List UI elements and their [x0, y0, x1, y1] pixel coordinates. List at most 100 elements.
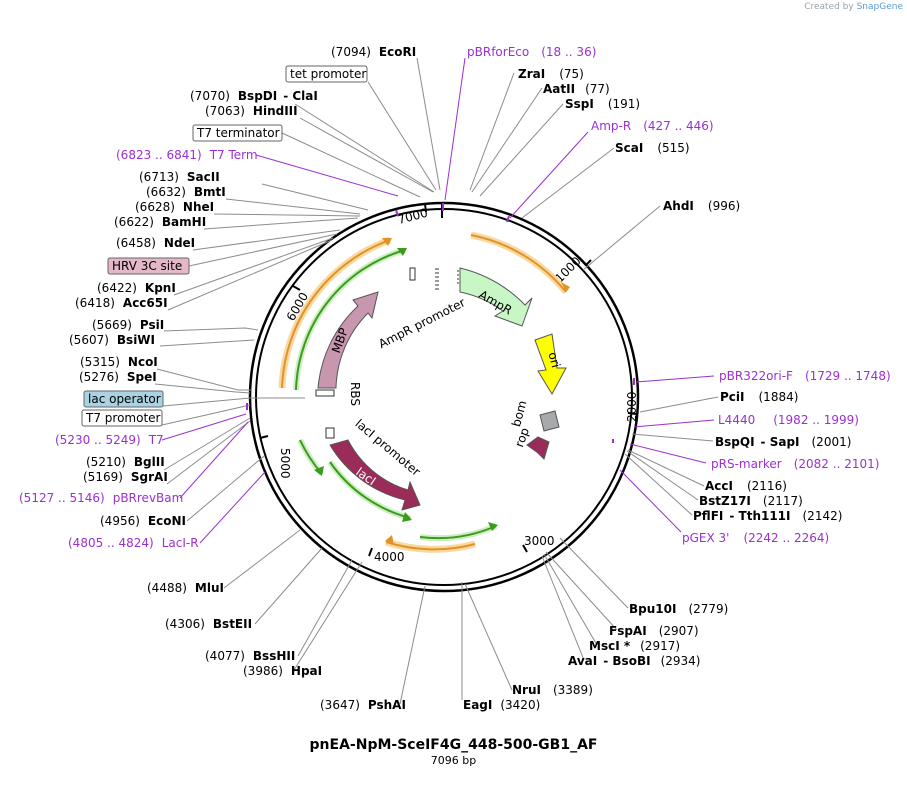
- enzyme-bsiwi-name: BsiWI: [117, 333, 155, 347]
- enzyme-acc65i-pos: (6418): [75, 296, 115, 310]
- enzyme-msci-pos: (2917): [640, 639, 680, 653]
- laci-promoter-marker: [325, 427, 335, 439]
- lac-operator-label: lac operator: [88, 392, 161, 406]
- primer-laci-r: (4805 .. 4824)LacI-R: [68, 536, 199, 550]
- enzyme-bstz17i-name: BstZ17I: [699, 494, 751, 508]
- enzyme-bspdi-extra: - ClaI: [283, 89, 318, 103]
- site-mark-t7term: [395, 209, 399, 217]
- boxed-feature-labels: tet promoter T7 terminator HRV 3C site l…: [81, 65, 368, 427]
- connector-spei: [154, 383, 251, 394]
- connector-acc65i: [167, 239, 333, 311]
- primer-t7term: (6823 .. 6841)T7 Term: [116, 148, 258, 162]
- laci-feature-arrow: [329, 439, 421, 511]
- primer-pbrrevbam: (5127 .. 5146)pBRrevBam: [19, 491, 183, 505]
- primer-t7-range: (5230 .. 5249): [55, 433, 141, 447]
- enzyme-msci: MscI * (2917): [589, 639, 680, 653]
- orf-arc-mbp-inner-line: [295, 249, 406, 391]
- primer-pbr322ori-f-range: (1729 .. 1748): [805, 369, 891, 383]
- connector-bpu10i: [559, 537, 629, 609]
- connector-lines: [154, 57, 719, 705]
- primer-pgex3-range: (2242 .. 2264): [743, 531, 829, 545]
- enzyme-spei-pos: (5276): [79, 370, 119, 384]
- primer-pbrforeco-range: (18 .. 36): [541, 45, 596, 59]
- ampr-feature-arrow: [459, 267, 533, 327]
- enzyme-bglii-name: BglII: [134, 455, 165, 469]
- enzyme-pflfi-name: PflFI: [693, 509, 723, 523]
- enzyme-zrai-pos: (75): [559, 67, 584, 81]
- enzyme-bsteii-pos: (4306): [165, 617, 205, 631]
- enzyme-scai-pos: (515): [657, 141, 689, 155]
- enzyme-zrai-name: ZraI: [518, 67, 545, 81]
- connector-ecori: [416, 57, 441, 191]
- enzyme-pcii: PciI(1884): [720, 390, 798, 404]
- tick-mark-1000: [585, 259, 592, 266]
- primer-pbr322ori-f: pBR322ori-F(1729 .. 1748): [719, 369, 891, 383]
- enzyme-eagi: EagI(3420): [463, 698, 540, 712]
- primer-t7: (5230 .. 5249) T7: [55, 433, 164, 447]
- primer-connector-lines: [161, 57, 715, 544]
- connector-pcii: [639, 396, 719, 413]
- tick-mark-3000: [522, 544, 528, 553]
- plasmid-name: pnEA-NpM-SceIF4G_448-500-GB1_AF: [309, 737, 598, 753]
- enzyme-bspqi-extra: - SapI: [761, 435, 800, 449]
- enzyme-bpu10i-pos: (2779): [688, 602, 728, 616]
- enzyme-ecori: (7094)EcoRI: [331, 45, 416, 59]
- enzyme-labels-left: (7094)EcoRI (7070)BspDI- ClaI (7063)Hind…: [69, 45, 540, 712]
- connector-psii: [163, 327, 259, 332]
- connector-primer-amp-r: [509, 131, 589, 219]
- enzyme-bmti: (6632)BmtI: [146, 185, 226, 199]
- enzyme-acc65i-name: Acc65I: [123, 296, 168, 310]
- enzyme-fspai-pos: (2907): [659, 624, 699, 638]
- connector-primer-pgex3: [619, 469, 682, 533]
- primer-l4440-name: L4440: [718, 413, 755, 427]
- enzyme-kpni-name: KpnI: [145, 281, 176, 295]
- connector-bamhi: [203, 217, 359, 230]
- connector-primer-l4440: [633, 419, 715, 428]
- connector-lac-operator: [162, 397, 305, 407]
- connector-ahdi: [582, 205, 661, 271]
- enzyme-bsiwi-pos: (5607): [69, 333, 109, 347]
- enzyme-hpai-name: HpaI: [291, 664, 322, 678]
- orf-arc-bottom-orange-line: [385, 541, 476, 551]
- tick-label-5000: 5000: [278, 448, 292, 479]
- enzyme-fspai-name: FspAI: [609, 624, 647, 638]
- primer-t7-name: T7: [148, 433, 164, 447]
- enzyme-pshai: (3647)PshAI: [320, 698, 406, 712]
- ori-feature-arrow: [534, 333, 567, 396]
- enzyme-bpu10i: Bpu10I(2779): [629, 602, 728, 616]
- bom-label: bom: [509, 399, 529, 428]
- enzyme-acci-name: AccI: [705, 479, 733, 493]
- ampr-promoter-label: AmpR promoter: [376, 295, 467, 351]
- orf-arc-laci-head: [402, 512, 412, 522]
- connector-pshai: [399, 585, 426, 705]
- inner-features: AmpR ori bom rop lacI lacI promoter MBP …: [315, 267, 567, 511]
- enzyme-ndei: (6458)NdeI: [116, 236, 195, 250]
- enzyme-avai-extra: - BsoBI: [603, 654, 650, 668]
- enzyme-pcii-name: PciI: [720, 390, 745, 404]
- enzyme-avai-pos: (2934): [661, 654, 701, 668]
- enzyme-bamhi-pos: (6622): [114, 215, 154, 229]
- enzyme-bspdi-pos: (7070): [190, 89, 230, 103]
- enzyme-msci-name: MscI *: [589, 639, 631, 653]
- hrv-3c-site-label: HRV 3C site: [112, 259, 182, 273]
- primer-pbrforeco: pBRforEco(18 .. 36): [467, 45, 596, 59]
- connector-t7-promoter: [161, 404, 251, 426]
- enzyme-nhei-name: NheI: [183, 200, 214, 214]
- site-marks: [246, 203, 635, 443]
- tet-promoter-label: tet promoter: [290, 67, 366, 81]
- enzyme-bsteii-name: BstEII: [213, 617, 252, 631]
- primer-pbrrevbam-name: pBRrevBam: [113, 491, 184, 505]
- tick-label-2000: 2000: [625, 391, 639, 422]
- t7-promoter-box: [81, 409, 163, 427]
- orf-arc-ampr-head: [561, 282, 570, 292]
- orf-arc-laci-line: [329, 461, 411, 519]
- connector-zrai: [469, 72, 515, 191]
- enzyme-bmti-pos: (6632): [146, 185, 186, 199]
- snapgene-watermark: Created by SnapGene: [804, 2, 903, 12]
- enzyme-bglii-pos: (5210): [86, 455, 126, 469]
- watermark-brand: SnapGene: [856, 2, 903, 12]
- primer-t7term-range: (6823 .. 6841): [116, 148, 202, 162]
- primer-prs-marker-range: (2082 .. 2101): [794, 457, 880, 471]
- enzyme-sspi-name: SspI: [565, 97, 594, 111]
